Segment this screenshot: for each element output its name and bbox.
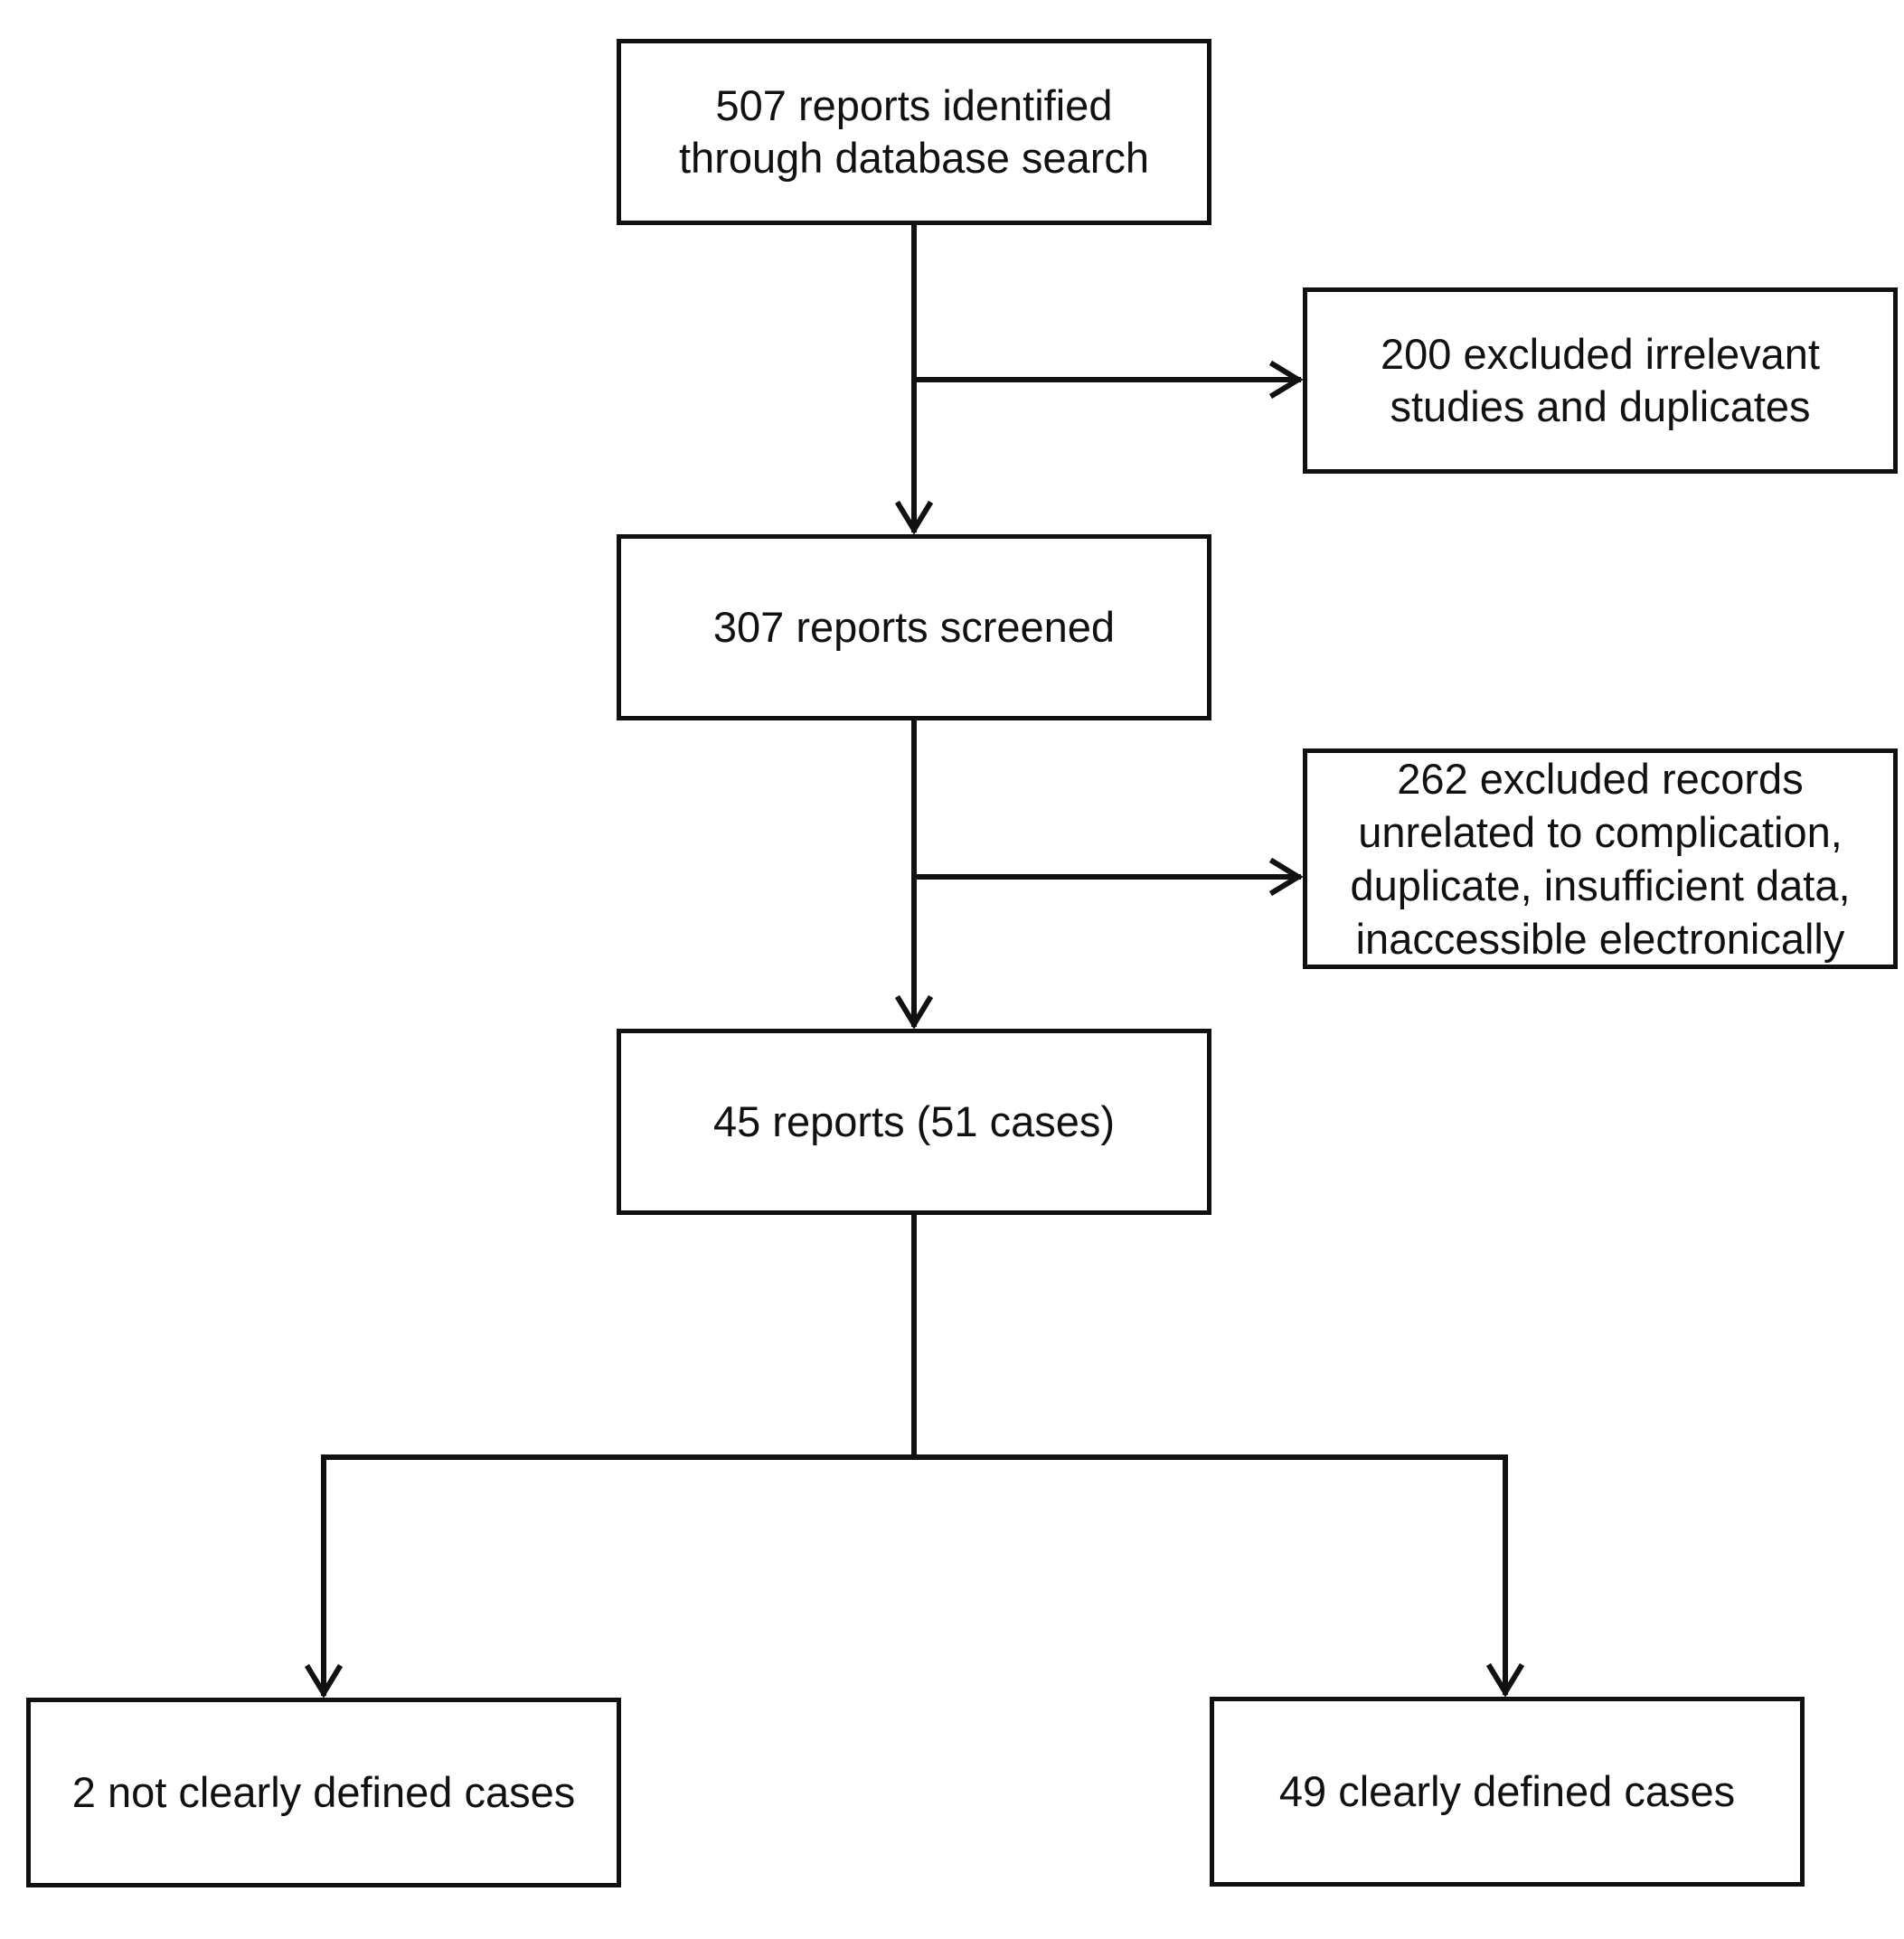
screened-reports-box: 307 reports screened bbox=[617, 534, 1211, 720]
connector-split-bar bbox=[321, 1454, 1508, 1696]
clearly-defined-label: 49 clearly defined cases bbox=[1278, 1767, 1736, 1815]
arrowhead-to-excluded-first bbox=[1268, 360, 1304, 400]
arrowhead-to-screened bbox=[894, 500, 934, 535]
excluded-first-box: 200 excluded irrelevant studies and dupl… bbox=[1303, 287, 1898, 474]
included-reports-label: 45 reports (51 cases) bbox=[712, 1097, 1116, 1145]
arrowhead-to-excluded-second bbox=[1268, 857, 1304, 897]
identified-reports-label: 507 reports identified through database … bbox=[679, 81, 1149, 182]
arrowhead-to-clearly-defined bbox=[1485, 1662, 1525, 1698]
not-clearly-defined-box: 2 not clearly defined cases bbox=[26, 1698, 621, 1887]
excluded-second-box: 262 excluded records unrelated to compli… bbox=[1303, 748, 1898, 969]
clearly-defined-box: 49 clearly defined cases bbox=[1210, 1697, 1805, 1887]
arrowhead-to-included bbox=[894, 994, 934, 1030]
included-reports-box: 45 reports (51 cases) bbox=[617, 1029, 1211, 1215]
screened-reports-label: 307 reports screened bbox=[712, 603, 1116, 651]
not-clearly-defined-label: 2 not clearly defined cases bbox=[71, 1768, 576, 1816]
arrowhead-to-not-clearly-defined bbox=[304, 1663, 344, 1699]
excluded-first-label: 200 excluded irrelevant studies and dupl… bbox=[1381, 330, 1820, 430]
excluded-second-label: 262 excluded records unrelated to compli… bbox=[1350, 755, 1851, 963]
identified-reports-box: 507 reports identified through database … bbox=[617, 39, 1211, 225]
